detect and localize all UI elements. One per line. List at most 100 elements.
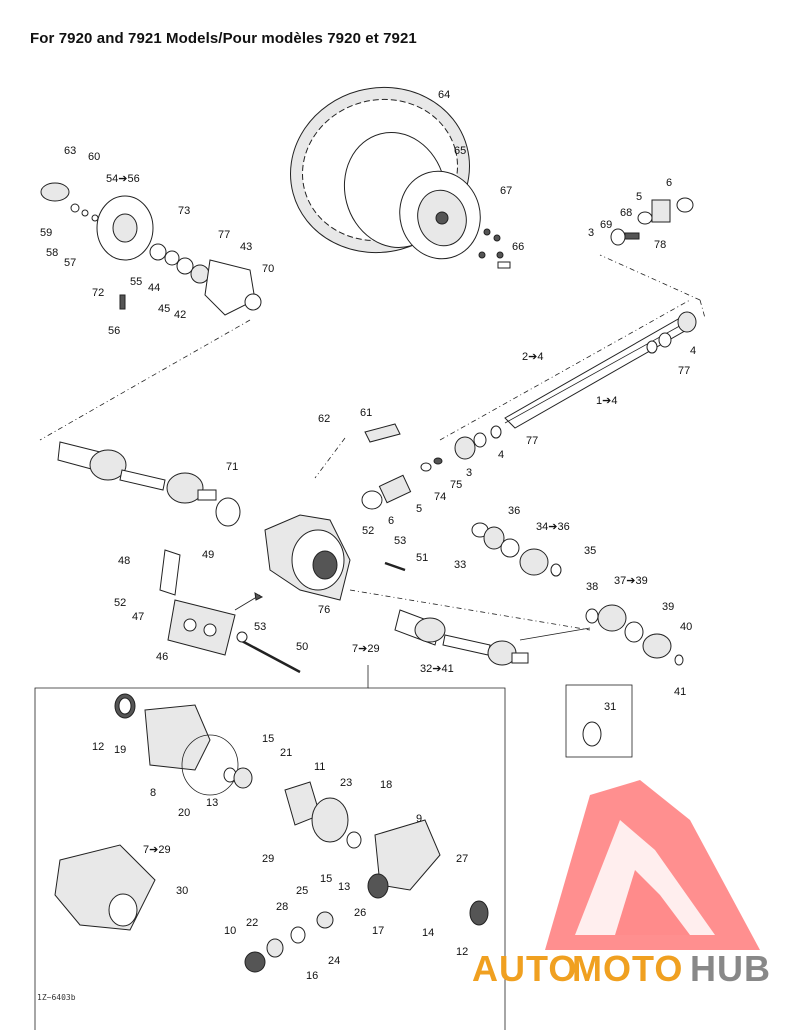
callout-21: 21 [280,747,292,759]
cv-shaft-right [394,522,684,666]
callout-25: 25 [296,885,308,897]
driveshaft [454,311,697,460]
callout-54: 54➔56 [106,173,140,185]
callout-77b: 77 [678,365,690,377]
callout-24: 24 [328,955,340,967]
callout-66: 66 [512,241,524,253]
callout-77c: 77 [526,435,538,447]
callout-57: 57 [64,257,76,269]
callout-29: 29 [262,853,274,865]
callout-13b: 13 [338,881,350,893]
callout-61: 61 [360,407,372,419]
callout-53b: 53 [254,621,266,633]
callout-39: 39 [662,601,674,613]
callout-37: 37➔39 [614,575,648,587]
callout-26: 26 [354,907,366,919]
callout-48: 48 [118,555,130,567]
callout-1: 1➔4 [596,395,617,407]
callout-3b: 3 [466,467,472,479]
callout-33: 33 [454,559,466,571]
callout-18: 18 [380,779,392,791]
callout-65: 65 [454,145,466,157]
callout-27: 27 [456,853,468,865]
callout-8: 8 [150,787,156,799]
differential-housing [264,423,443,601]
callout-5a: 5 [636,191,642,203]
callout-38: 38 [586,581,598,593]
callout-31: 31 [604,701,616,713]
callout-60: 60 [88,151,100,163]
callout-labels: 64 65 67 66 63 60 54➔56 73 77 43 59 58 5… [40,89,696,982]
callout-17: 17 [372,925,384,937]
callout-44: 44 [148,282,160,294]
callout-7b: 7➔29 [143,844,171,856]
callout-2: 2➔4 [522,351,543,363]
callout-20: 20 [178,807,190,819]
callout-5b: 5 [416,503,422,515]
mount-bracket [159,549,406,674]
callout-63: 63 [64,145,76,157]
callout-76: 76 [318,604,330,616]
axle-shaft-left [57,441,241,527]
callout-52b: 52 [114,597,126,609]
callout-45: 45 [158,303,170,315]
watermark-auto: AUTO [472,948,577,989]
callout-71: 71 [226,461,238,473]
callout-73: 73 [178,205,190,217]
callout-9: 9 [416,813,422,825]
callout-4b: 4 [498,449,504,461]
callout-46: 46 [156,651,168,663]
callout-13a: 13 [206,797,218,809]
callout-58: 58 [46,247,58,259]
exploded-inset [34,665,633,1030]
callout-30: 30 [176,885,188,897]
callout-67: 67 [500,185,512,197]
callout-62: 62 [318,413,330,425]
callout-16: 16 [306,970,318,982]
callout-51: 51 [416,552,428,564]
callout-75: 75 [450,479,462,491]
callout-78: 78 [654,239,666,251]
callout-77a: 77 [218,229,230,241]
center-lines [39,254,706,641]
callout-32: 32➔41 [420,663,454,675]
callout-47: 47 [132,611,144,623]
callout-12b: 12 [456,946,468,958]
callout-42: 42 [174,309,186,321]
callout-15a: 15 [262,733,274,745]
callout-56: 56 [108,325,120,337]
callout-12a: 12 [92,741,104,753]
callout-10: 10 [224,925,236,937]
shaft-end-parts [610,197,694,246]
callout-22: 22 [246,917,258,929]
drawing-number: 1Z~6403b [37,993,76,1002]
callout-19: 19 [114,744,126,756]
callout-72: 72 [92,287,104,299]
callout-28: 28 [276,901,288,913]
callout-55: 55 [130,276,142,288]
callout-50: 50 [296,641,308,653]
callout-3a: 3 [588,227,594,239]
watermark-moto: MOTO [572,948,683,989]
callout-36: 36 [508,505,520,517]
callout-68: 68 [620,207,632,219]
callout-11: 11 [314,761,325,773]
callout-7: 7➔29 [352,643,380,655]
callout-34: 34➔36 [536,521,570,533]
lug-nuts [478,228,511,269]
page-title: For 7920 and 7921 Models/Pour modèles 79… [30,30,417,47]
hub-assembly [40,182,262,316]
callout-41: 41 [674,686,686,698]
watermark-logo [545,780,760,950]
callout-53a: 53 [394,535,406,547]
callout-52a: 52 [362,525,374,537]
callout-23: 23 [340,777,352,789]
callout-69: 69 [600,219,612,231]
callout-70: 70 [262,263,274,275]
callout-6b: 6 [388,515,394,527]
callout-59: 59 [40,227,52,239]
callout-43: 43 [240,241,252,253]
callout-40: 40 [680,621,692,633]
callout-49: 49 [202,549,214,561]
